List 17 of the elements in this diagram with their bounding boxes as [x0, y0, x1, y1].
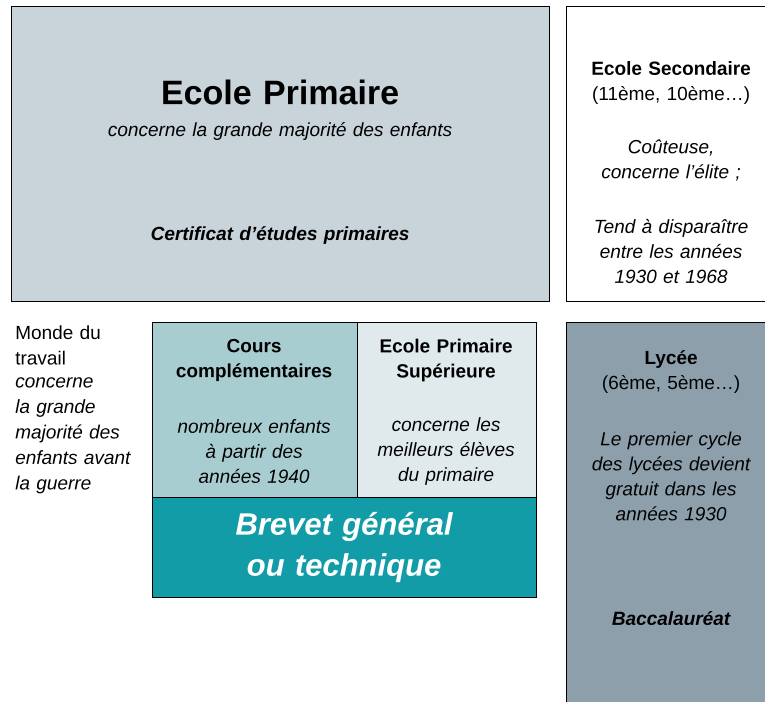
heading: Cours complémentaires: [176, 338, 332, 382]
text: Tend à disparaître entre les années 1930 et 1968: [595, 218, 748, 284]
heading: Ecole Primaire Supérieure: [380, 338, 512, 382]
heading: Ecole Primaire: [163, 80, 398, 104]
text: (11ème, 10ème…): [593, 86, 749, 104]
text: Le premier cycle des lycées devient gratuit dans les années 1930: [592, 432, 751, 520]
text: Coûteuse, concerne l’élite ;: [602, 139, 740, 181]
diploma-text: Brevet général ou technique: [236, 512, 454, 582]
heading: Ecole Secondaire: [592, 61, 750, 75]
text: nombreux enfants à partir des années 1940: [178, 419, 330, 483]
heading: Lycée: [646, 350, 697, 368]
text: (6ème, 5ème…): [603, 375, 739, 393]
text: concerne les meilleurs élèves du primaire: [378, 417, 514, 485]
text: concerne la grande majorité des enfants: [108, 122, 452, 140]
side-note: concerne la grande majorité des enfants avant la guerre: [16, 377, 131, 494]
text: Certificat d’études primaires: [152, 226, 409, 244]
text: Baccalauréat: [612, 610, 731, 626]
